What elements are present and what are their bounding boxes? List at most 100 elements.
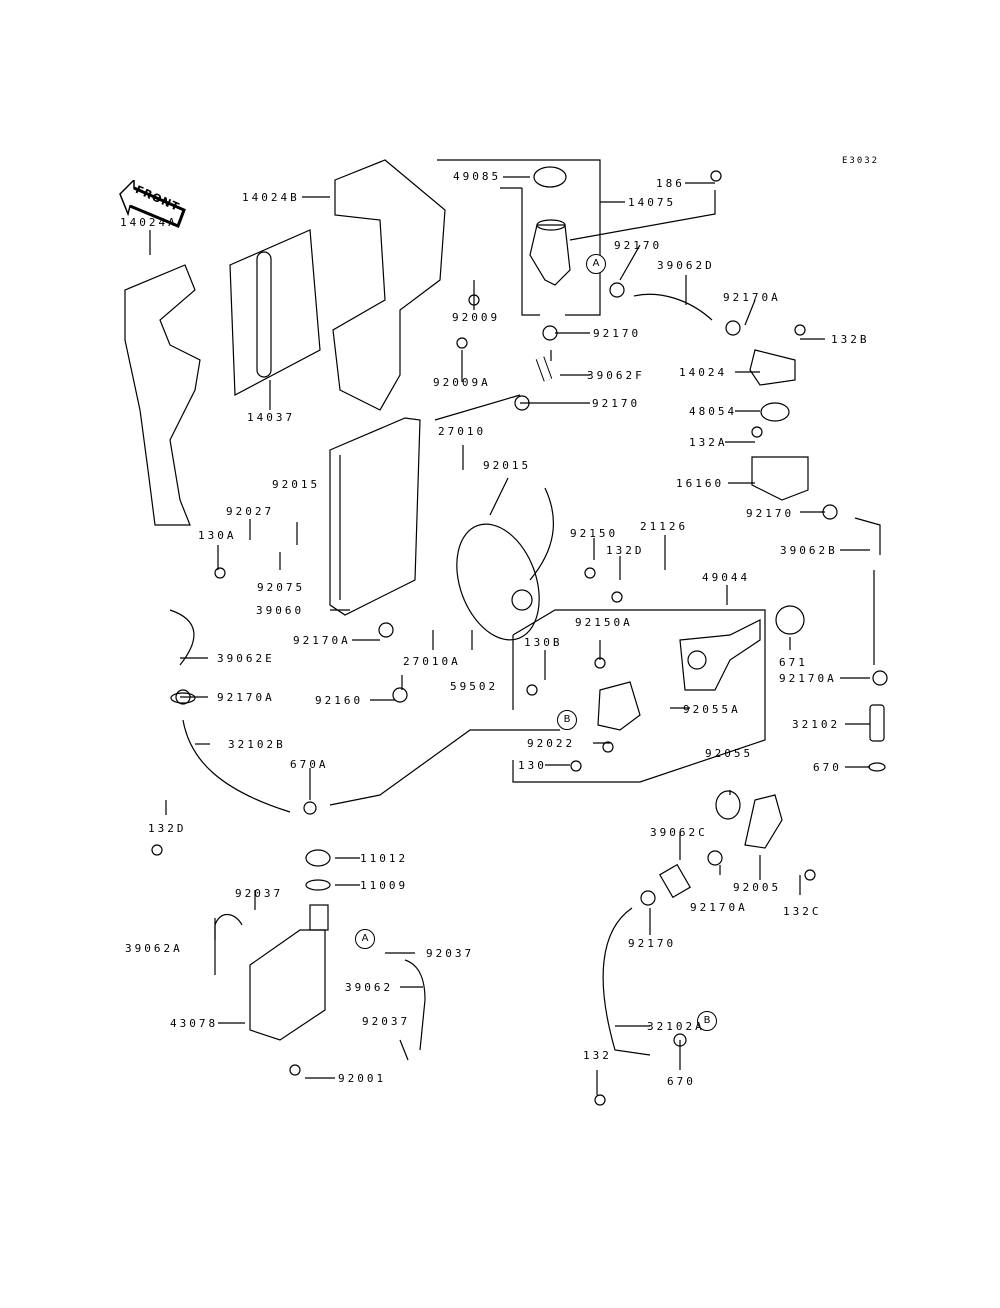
bolt-icon xyxy=(804,869,816,881)
part-label[interactable]: 39062D xyxy=(657,259,715,272)
part-label[interactable]: 92170A xyxy=(293,634,351,647)
hose-39062c-shape xyxy=(659,863,691,899)
part-label[interactable]: 27010 xyxy=(438,425,487,438)
part-label[interactable]: 92055A xyxy=(683,703,741,716)
front-arrow-icon xyxy=(119,178,186,228)
part-label[interactable]: 92015 xyxy=(483,459,532,472)
bolts xyxy=(151,170,888,1106)
part-label[interactable]: 130A xyxy=(198,529,237,542)
part-label[interactable]: 670 xyxy=(667,1075,696,1088)
part-label[interactable]: 39062B xyxy=(780,544,838,557)
thermostat-cover-shape xyxy=(749,349,796,386)
part-label[interactable]: 92150A xyxy=(575,616,633,629)
hose-39062b-shape xyxy=(854,517,881,555)
part-label[interactable]: 49085 xyxy=(453,170,502,183)
part-label[interactable]: 48054 xyxy=(689,405,738,418)
bolt-icon xyxy=(392,687,408,703)
part-label[interactable]: 92170A xyxy=(690,901,748,914)
part-label[interactable]: 92075 xyxy=(257,581,306,594)
part-label[interactable]: 92170A xyxy=(779,672,837,685)
part-label[interactable]: 92037 xyxy=(362,1015,411,1028)
clamp-icon xyxy=(514,395,530,411)
part-label[interactable]: 39062F xyxy=(587,369,645,382)
part-label[interactable]: 14075 xyxy=(628,196,677,209)
part-label[interactable]: 92055 xyxy=(705,747,754,760)
pipe-32102-shape xyxy=(869,704,885,742)
part-label[interactable]: 14037 xyxy=(247,411,296,424)
part-label[interactable]: 92037 xyxy=(235,887,284,900)
part-label[interactable]: 39062E xyxy=(217,652,275,665)
screen-slot xyxy=(256,251,272,378)
part-label[interactable]: 92001 xyxy=(338,1072,387,1085)
bolt-icon xyxy=(214,567,226,579)
part-label[interactable]: 43078 xyxy=(170,1017,219,1030)
gasket-11009-shape xyxy=(305,879,331,891)
part-label[interactable]: 92170 xyxy=(628,937,677,950)
hose-39062d-shape xyxy=(633,293,713,321)
part-label[interactable]: 92170 xyxy=(592,397,641,410)
callout-b: B xyxy=(557,710,577,730)
part-label[interactable]: 92170 xyxy=(593,327,642,340)
part-label[interactable]: 132A xyxy=(689,436,728,449)
part-label[interactable]: 59502 xyxy=(450,680,499,693)
shroud-14024b-shape xyxy=(332,159,446,411)
part-label[interactable]: 132B xyxy=(831,333,870,346)
part-label[interactable]: 14024A xyxy=(120,216,178,229)
part-label[interactable]: 92009 xyxy=(452,311,501,324)
part-label[interactable]: 16160 xyxy=(676,477,725,490)
clamp-icon xyxy=(175,689,191,705)
part-label[interactable]: 670 xyxy=(813,761,842,774)
clamp-icon xyxy=(872,670,888,686)
part-label[interactable]: 11009 xyxy=(360,879,409,892)
water-pump-shape xyxy=(679,619,761,691)
thermostat-shape xyxy=(760,402,790,422)
part-label[interactable]: 14024 xyxy=(679,366,728,379)
part-label[interactable]: 92150 xyxy=(570,527,619,540)
part-label[interactable]: 92022 xyxy=(527,737,576,750)
part-label[interactable]: 21126 xyxy=(640,520,689,533)
clamp-icon xyxy=(822,504,838,520)
part-label[interactable]: 670A xyxy=(290,758,329,771)
part-label[interactable]: 92015 xyxy=(272,478,321,491)
part-label[interactable]: 92009A xyxy=(433,376,491,389)
part-label[interactable]: 92160 xyxy=(315,694,364,707)
bolt-icon xyxy=(710,170,722,182)
part-label[interactable]: 92170A xyxy=(217,691,275,704)
part-label[interactable]: 92027 xyxy=(226,505,275,518)
part-label[interactable]: 132D xyxy=(148,822,187,835)
part-label[interactable]: 39062C xyxy=(650,826,708,839)
pipe-32102a-shape xyxy=(602,907,651,1056)
part-label[interactable]: 32102A xyxy=(647,1020,705,1033)
part-label[interactable]: 32102B xyxy=(228,738,286,751)
part-label[interactable]: 132C xyxy=(783,905,822,918)
part-label[interactable]: 130 xyxy=(518,759,547,772)
part-label[interactable]: 92170 xyxy=(614,239,663,252)
part-label[interactable]: 671 xyxy=(779,656,808,669)
part-label[interactable]: 49044 xyxy=(702,571,751,584)
bolt-icon xyxy=(526,684,538,696)
part-label[interactable]: 39062A xyxy=(125,942,183,955)
part-label[interactable]: 14024B xyxy=(242,191,300,204)
clamp-icon xyxy=(725,320,741,336)
screen-14037-shape xyxy=(229,229,321,396)
part-label[interactable]: 132 xyxy=(583,1049,612,1062)
part-label[interactable]: 32102 xyxy=(792,718,841,731)
part-label[interactable]: 39062 xyxy=(345,981,394,994)
part-label[interactable]: 92037 xyxy=(426,947,475,960)
part-label[interactable]: 27010A xyxy=(403,655,461,668)
part-label[interactable]: 92170 xyxy=(746,507,795,520)
part-label[interactable]: 92005 xyxy=(733,881,782,894)
bolt-icon xyxy=(570,760,582,772)
part-label[interactable]: 11012 xyxy=(360,852,409,865)
bolt-icon xyxy=(594,1094,606,1106)
bolt-icon xyxy=(468,294,480,306)
part-label[interactable]: 39060 xyxy=(256,604,305,617)
callout-b: B xyxy=(697,1011,717,1031)
part-label[interactable]: 92170A xyxy=(723,291,781,304)
part-label[interactable]: 130B xyxy=(524,636,563,649)
reservoir-43078-shape xyxy=(249,929,326,1041)
clamp-icon xyxy=(542,325,558,341)
part-label[interactable]: 132D xyxy=(606,544,645,557)
part-label[interactable]: 186 xyxy=(656,177,685,190)
